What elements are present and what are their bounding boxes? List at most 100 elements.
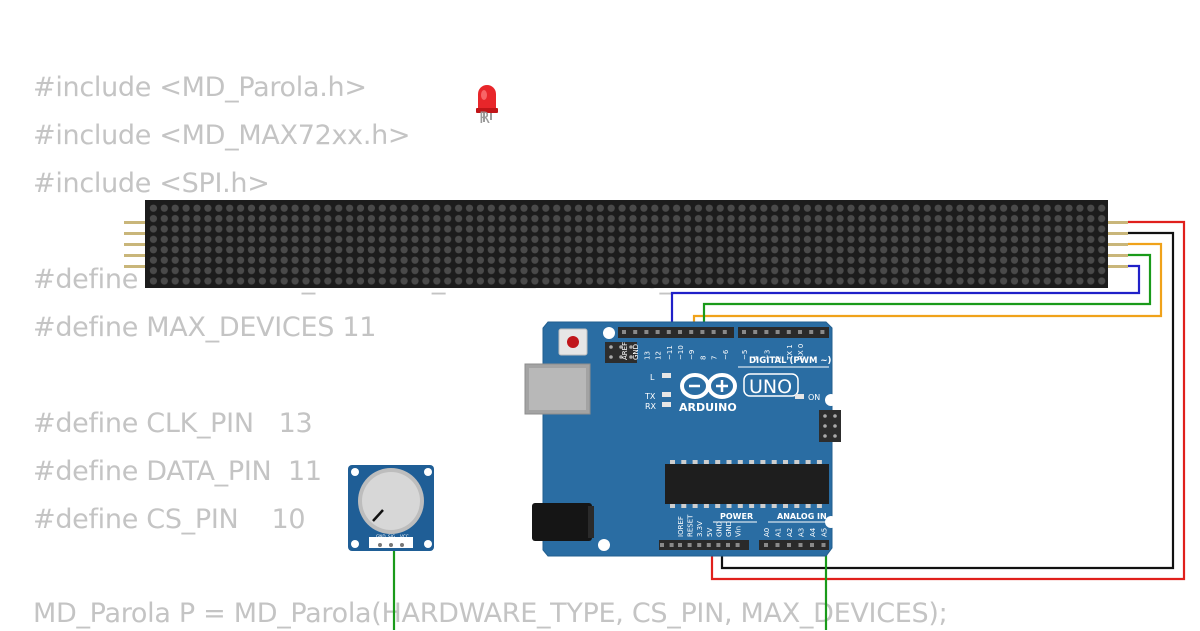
tx-label: TX: [644, 392, 656, 401]
chip-pin: [783, 460, 788, 464]
header-pin[interactable]: [700, 330, 705, 334]
pin-label: GND: [632, 344, 640, 360]
header-pin[interactable]: [775, 330, 780, 334]
uno-label: UNO: [749, 376, 792, 398]
header-pin[interactable]: [786, 330, 791, 334]
mounting-hole: [825, 516, 837, 528]
pin-label: A3: [798, 528, 806, 537]
pot-pin-label: SIG: [388, 534, 395, 539]
code-line-6: #define MAX_DEVICES 11: [33, 312, 377, 343]
pin-label: IOREF: [677, 516, 685, 537]
header-pin[interactable]: [735, 543, 740, 547]
icsp-header-right: [819, 410, 841, 442]
pin-label: 8: [699, 356, 707, 360]
code-line-1: #include <MD_Parola.h>: [33, 72, 367, 103]
pin-label: A1: [775, 528, 783, 537]
chip-pin: [805, 504, 811, 508]
pin-label: ~9: [688, 350, 696, 360]
wire-clk[interactable]: [702, 253, 1152, 333]
pin-label: TX 1: [786, 344, 794, 361]
code-line-3: #include <SPI.h>: [33, 168, 270, 199]
wire-gnd[interactable]: [720, 231, 1175, 570]
pin-label: 3.3V: [696, 521, 704, 537]
led-l-label: L: [650, 373, 655, 382]
potentiometer-knob[interactable]: [362, 472, 420, 530]
pin-label: ~3: [763, 350, 771, 360]
wire-vcc[interactable]: [710, 220, 1186, 581]
header-pin[interactable]: [821, 543, 826, 547]
header-pin[interactable]: [742, 330, 746, 334]
pin-label: ~10: [677, 345, 685, 360]
header-pin[interactable]: [697, 543, 702, 547]
chip-pin: [681, 504, 687, 508]
led-component[interactable]: R: [476, 85, 498, 127]
pin-label: ~5: [741, 350, 749, 360]
code-line-2: #include <MD_MAX72xx.h>: [33, 120, 411, 151]
pin-label: ~11: [666, 345, 674, 360]
chip-pin: [749, 460, 755, 464]
chip-pin: [726, 504, 732, 508]
header-pin[interactable]: [622, 330, 626, 334]
chip-pin: [715, 504, 721, 508]
header-pin[interactable]: [666, 330, 671, 334]
chip-pin: [805, 460, 811, 464]
header-pin[interactable]: [655, 330, 660, 334]
header-pin[interactable]: [775, 543, 780, 547]
header-pin[interactable]: [678, 543, 682, 547]
header-pin[interactable]: [798, 543, 803, 547]
pin-label: 5V: [706, 528, 714, 537]
chip-pin: [794, 504, 800, 508]
chip-pin: [703, 504, 709, 508]
header-pin[interactable]: [820, 330, 825, 334]
header-pin[interactable]: [764, 543, 768, 547]
pin-label: A2: [786, 528, 794, 537]
header-pin[interactable]: [722, 330, 727, 334]
header-pin[interactable]: [810, 543, 814, 547]
header-pin[interactable]: [644, 330, 649, 334]
chip-pin: [692, 460, 698, 464]
chip-pin: [737, 460, 743, 464]
led-matrix-dots: [148, 203, 1106, 286]
header-pin[interactable]: [669, 543, 674, 547]
header-pin[interactable]: [706, 543, 711, 547]
header-pin[interactable]: [716, 543, 721, 547]
code-line-8: #define CLK_PIN 13: [33, 408, 313, 439]
chip-pin: [670, 504, 675, 508]
header-pin[interactable]: [687, 543, 692, 547]
header-pin[interactable]: [787, 543, 791, 547]
rx-indicator: [662, 402, 671, 407]
digital-header-left: [618, 327, 734, 338]
on-label: ON: [808, 393, 820, 402]
dc-power-jack: [532, 503, 592, 541]
chip-pin: [760, 460, 766, 464]
header-pin[interactable]: [678, 330, 682, 334]
chip-pin: [681, 460, 687, 464]
chip-pin: [783, 504, 788, 508]
header-pin[interactable]: [753, 330, 758, 334]
header-pin[interactable]: [726, 543, 730, 547]
header-pin[interactable]: [689, 330, 694, 334]
header-pin[interactable]: [764, 330, 769, 334]
analog-header: [759, 540, 829, 550]
header-pin[interactable]: [809, 330, 814, 334]
mounting-hole: [825, 394, 837, 406]
header-pin[interactable]: [798, 330, 802, 334]
pin-label: 4: [752, 355, 760, 360]
chip-pin: [760, 504, 766, 508]
pin-label: 13: [643, 351, 651, 360]
chip-pin: [794, 460, 800, 464]
chip-pin: [771, 504, 777, 508]
header-pin[interactable]: [660, 543, 664, 547]
power-on-indicator: [795, 394, 804, 399]
mounting-hole: [603, 327, 615, 339]
mounting-hole: [598, 539, 610, 551]
led-matrix-component[interactable]: [124, 200, 1128, 288]
led-l-indicator: [662, 373, 671, 378]
header-pin[interactable]: [633, 330, 638, 334]
pin-label: ~6: [722, 349, 730, 360]
header-pin[interactable]: [711, 330, 716, 334]
wire-din[interactable]: [670, 264, 1141, 333]
